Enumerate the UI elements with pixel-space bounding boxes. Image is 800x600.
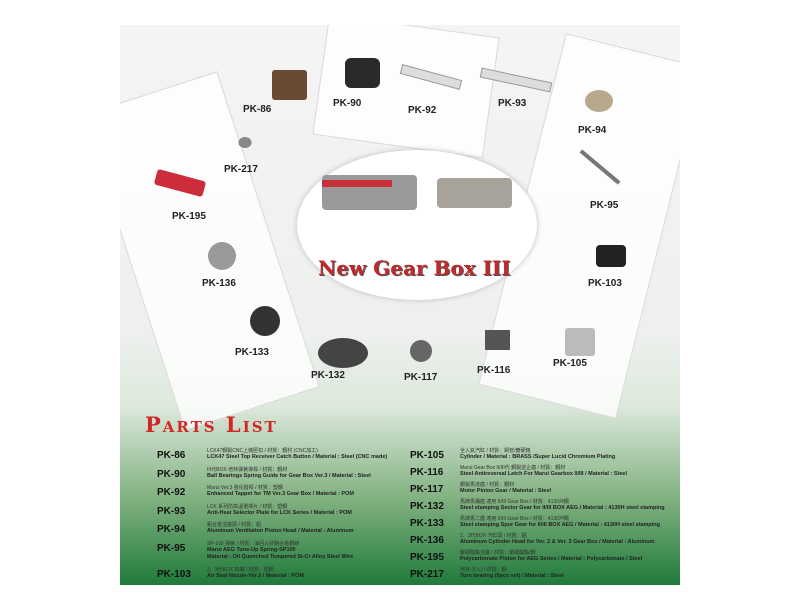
- part-en: Enhanced Tappet for TM Ver.3 Gear Box / …: [207, 491, 354, 497]
- label-pk103: PK-103: [588, 278, 622, 289]
- part-en: Ball Bearings Spring Guide for Gear Box …: [207, 472, 371, 479]
- label-pk94: PK-94: [578, 125, 607, 136]
- part-cn: 2、3代BOX 汽缸頭 / 材質：鋁: [460, 533, 527, 539]
- part-pk133-image: [250, 306, 280, 336]
- label-pk195: PK-195: [172, 211, 206, 222]
- part-code: PK-86: [157, 450, 186, 461]
- label-pk132: PK-132: [311, 370, 345, 381]
- part-pk116-image: [485, 330, 510, 350]
- part-code: PK-92: [157, 487, 186, 498]
- label-pk90: PK-90: [333, 98, 362, 109]
- part-en: LCK47 Steel Top Receiver Catch Button / …: [207, 454, 388, 460]
- part-pk86-image: [272, 70, 307, 100]
- label-pk92: PK-92: [408, 105, 437, 116]
- label-pk116: PK-116: [477, 365, 511, 376]
- part-code: PK-94: [157, 524, 186, 535]
- part-pk105-image: [565, 328, 595, 356]
- parts-list-row: PK-86 LCK47鋼製CNC上機匣扣 / 材質：鋼材 (CNC加工)LCK47…: [157, 446, 417, 466]
- part-code: PK-195: [410, 552, 444, 563]
- label-pk105: PK-105: [553, 358, 587, 369]
- label-pk86: PK-86: [243, 104, 272, 115]
- part-code: PK-132: [410, 501, 444, 512]
- catalog-panel: [120, 25, 680, 585]
- part-en: Turn bearing (6pcs set) / Material : Ste…: [460, 573, 564, 579]
- part-cn: LCK 系列防高溫選擇片 / 材質：塑鋼: [207, 503, 288, 510]
- parts-list-row: PK-132 馬牌馬桶齒 適用 II/III Gear Box / 材質：4130…: [410, 497, 670, 517]
- part-cn: Marui Ver.3 強化撥桿 / 材質：塑鋼: [207, 485, 283, 491]
- part-pk136-image: [208, 242, 236, 270]
- part-pk103-image: [596, 245, 626, 267]
- part-en: Aluminum Cylinder Head for Ver. 2 & Ver.…: [460, 539, 655, 545]
- part-en: Marui AEG Tune-Up Spring-SP100: [207, 546, 296, 553]
- part-en: Motor Pinion Gear / Material : Steel: [460, 488, 552, 494]
- part-cn: Marui Gear Box II/III代 鋼製逆止齒 / 材質：鋼材: [460, 465, 566, 471]
- logo: New Gear Box III: [318, 256, 511, 280]
- label-pk95: PK-95: [590, 200, 619, 211]
- part-cn: 鋁合金活塞頭 / 材質：鋁: [207, 522, 262, 528]
- label-pk133: PK-133: [235, 347, 269, 358]
- part-code: PK-90: [157, 468, 186, 480]
- part-code: PK-116: [410, 467, 444, 478]
- part-en: Steel stamping Spur Gear for II/III BOX …: [460, 522, 660, 528]
- part-en: Anti-Heat Selector Plate for LCK Series …: [207, 509, 352, 516]
- part-code: PK-133: [410, 518, 444, 529]
- part-code: PK-103: [157, 569, 191, 580]
- piston-image: [322, 180, 392, 187]
- part-pk217-image: [230, 130, 260, 155]
- part-en: Steel Antireversal Latch For Marui Gearb…: [460, 471, 627, 477]
- part-cn: 全入氣汽缸 / 材質：銅管/鍍硬鉻: [460, 448, 531, 454]
- part-en: Polycarbonate Piston for AEG Series / Ma…: [460, 556, 643, 562]
- part-pk117-image: [410, 340, 432, 362]
- part-cn: 聚碳酸酯活塞 / 材質：聚碳酸酯/鋼: [460, 550, 536, 556]
- part-cn: SP-100 彈簧 / 材質：油回火矽鉻合金鋼線: [207, 540, 300, 547]
- gearbox-image: [437, 178, 512, 208]
- label-pk117: PK-117: [404, 372, 438, 383]
- part-en: Steel stamping Sector Gear for II/III BO…: [460, 505, 665, 511]
- part-cn: III代BOX 培林彈簧導桿 / 材質：鋼材: [207, 466, 288, 473]
- parts-list-title: Parts List: [145, 412, 278, 437]
- part-pk132-image: [318, 338, 368, 368]
- part-en: Air Seal Nozzle-Ver.3 / Material : POM: [207, 573, 304, 579]
- label-pk93: PK-93: [498, 98, 527, 109]
- part-cn: 培林 (6入) / 材質：鋼: [460, 567, 507, 573]
- receiver-illustration: [312, 25, 500, 159]
- part-cn: LCK47鋼製CNC上機匣扣 / 材質：鋼材 (CNC加工): [207, 448, 318, 454]
- part-pk90-image: [345, 58, 380, 88]
- label-pk136: PK-136: [202, 278, 236, 289]
- parts-list-row: PK-116 Marui Gear Box II/III代 鋼製逆止齒 / 材質：…: [410, 463, 670, 483]
- part-cn: 馬牌馬二齒 適用 II/III Gear Box / 材質：4130沖鋼: [460, 516, 569, 522]
- part-en: Material : Oil Quenched Tempered Si-Cr A…: [207, 553, 354, 560]
- part-code: PK-93: [157, 505, 186, 517]
- label-pk217: PK-217: [224, 164, 258, 175]
- part-code: PK-136: [410, 535, 444, 546]
- part-pk94-image: [585, 90, 613, 112]
- parts-list-row: PK-133 馬牌馬二齒 適用 II/III Gear Box / 材質：4130…: [410, 514, 670, 534]
- part-en: Aluminum Ventilation Piston Head / Mater…: [207, 528, 354, 534]
- part-en: Cylinder / Material : BRASS /Super Lucid…: [460, 454, 616, 460]
- part-cn: 鋼製馬達齒 / 材質：鋼材: [460, 482, 515, 488]
- part-cn: 馬牌馬桶齒 適用 II/III Gear Box / 材質：4130沖鋼: [460, 499, 569, 505]
- part-code: PK-217: [410, 569, 444, 580]
- part-code: PK-95: [157, 542, 186, 554]
- part-code: PK-117: [410, 484, 444, 495]
- part-cn: 2、3代BOX 氣嘴 / 材質：塑鋼: [207, 567, 274, 573]
- gearbox-oval: [297, 150, 537, 300]
- part-code: PK-105: [410, 450, 444, 461]
